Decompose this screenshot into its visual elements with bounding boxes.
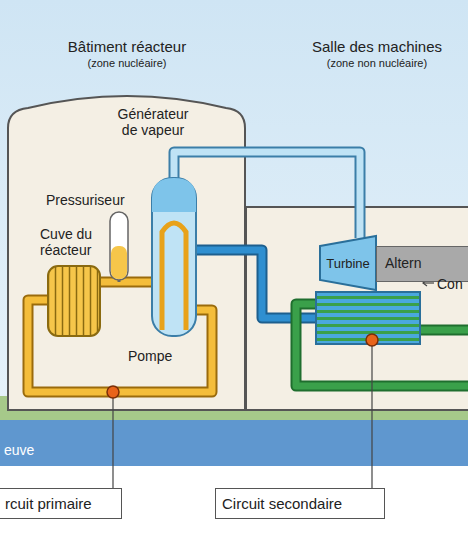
- part-label: Pompe: [128, 348, 172, 364]
- steam-generator: [152, 178, 196, 336]
- circuit-dot: [107, 386, 119, 398]
- part-label: Générateur de vapeur: [108, 106, 198, 138]
- machine-hall: Salle des machines(zone non nucléaire) Tu…: [246, 34, 468, 410]
- steam-pipe: [174, 152, 360, 238]
- leader-lines: [371, 346, 372, 488]
- part-label: Con: [437, 276, 463, 292]
- part-label: Cuve du réacteur: [40, 226, 112, 258]
- node-subtext: (zone nucléaire): [8, 56, 246, 70]
- pressurizer: [111, 246, 127, 279]
- background: [0, 466, 468, 534]
- part-label: Pressuriseur: [46, 192, 125, 208]
- reactor-vessel: [48, 266, 100, 336]
- primary-circuit-pipe: [100, 279, 152, 286]
- steam-generator: [162, 223, 186, 330]
- circuit-dot: [107, 334, 378, 398]
- river-band: euve: [0, 420, 468, 466]
- turbine: Turbine: [323, 253, 373, 274]
- node-text: Turbine: [326, 255, 370, 272]
- pressurizer: [110, 212, 128, 280]
- leader-lines: [423, 282, 434, 283]
- node-text: Circuit secondaire: [222, 495, 376, 512]
- steam-generator: [152, 178, 196, 212]
- reactor-building: Bâtiment réacteur(zone nucléaire): [8, 34, 246, 410]
- steam-pipe: [174, 152, 360, 238]
- reactor-vessel: [48, 266, 100, 336]
- node-text: Salle des machines: [286, 38, 468, 56]
- circuit-label-box: rcuit primaire: [0, 488, 122, 519]
- node-text: Altern: [385, 255, 468, 272]
- node-text: Bâtiment réacteur: [8, 38, 246, 56]
- background: [0, 420, 468, 466]
- node-text: euve: [4, 442, 468, 459]
- turbine-shape: [320, 236, 376, 290]
- primary-circuit-pipe: [100, 277, 152, 288]
- leader-lines: [113, 280, 434, 488]
- cooling-circuit-pipe: [420, 325, 468, 336]
- steam-generator: [152, 178, 196, 336]
- node-subtext: (zone non nucléaire): [286, 56, 468, 70]
- circuit-label-box: Circuit secondaire: [215, 488, 385, 519]
- steam-pipe: [174, 152, 360, 238]
- node-text: rcuit primaire: [5, 495, 113, 512]
- turbine-shape: [320, 236, 376, 290]
- pressurizer: [110, 212, 128, 280]
- cooling-circuit-pipe: [420, 327, 468, 334]
- circuit-dot: [366, 334, 378, 346]
- leader-lines: [112, 398, 113, 488]
